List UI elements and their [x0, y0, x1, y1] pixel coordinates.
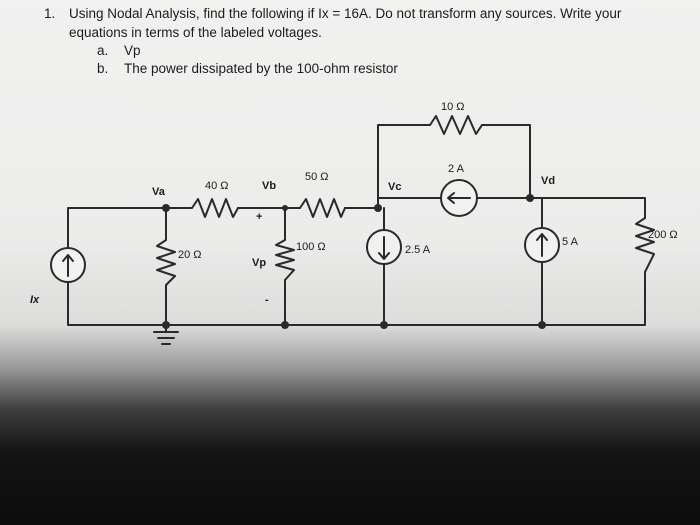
resistor-100-ohm — [275, 239, 295, 281]
vp-minus-sign: - — [265, 294, 269, 306]
wire-top — [67, 124, 646, 283]
label-20-ohm: 20 Ω — [178, 249, 202, 261]
problem-line-2: equations in terms of the labeled voltag… — [69, 25, 322, 40]
item-b-marker: b. — [97, 61, 109, 76]
vp-plus-sign: + — [256, 211, 263, 223]
label-2a: 2 A — [448, 163, 464, 175]
wire-branches — [165, 197, 543, 326]
node-label-vd: Vd — [541, 175, 556, 187]
junction-dots — [162, 194, 546, 329]
resistor-50-ohm — [299, 198, 346, 218]
current-source-5a — [524, 227, 560, 263]
label-5a: 5 A — [562, 236, 578, 248]
node-label-va: Va — [152, 186, 165, 198]
problem-number: 1. — [44, 6, 56, 21]
label-ix: Ix — [30, 294, 40, 306]
item-a-text: Vp — [124, 43, 141, 58]
item-a-marker: a. — [97, 43, 109, 58]
resistor-200-ohm — [635, 217, 655, 273]
wire-bottom — [67, 271, 646, 326]
label-50-ohm: 50 Ω — [305, 171, 329, 183]
resistor-40-ohm — [191, 198, 239, 218]
label-10-ohm: 10 Ω — [441, 101, 465, 113]
label-100-ohm: 100 Ω — [296, 241, 326, 253]
current-source-2-5a — [366, 229, 402, 265]
current-source-ix — [50, 247, 86, 283]
resistor-10-ohm — [429, 115, 483, 135]
current-source-2a — [440, 179, 478, 217]
resistor-20-ohm — [156, 239, 176, 286]
node-label-vb: Vb — [262, 180, 277, 192]
node-label-vc: Vc — [388, 181, 402, 193]
label-40-ohm: 40 Ω — [205, 180, 229, 192]
label-2-5a: 2.5 A — [405, 244, 431, 256]
label-200-ohm: 200 Ω — [648, 229, 678, 241]
node-label-vp: Vp — [252, 257, 267, 269]
problem-line-1: Using Nodal Analysis, find the following… — [69, 6, 622, 21]
item-b-text: The power dissipated by the 100-ohm resi… — [124, 61, 398, 76]
